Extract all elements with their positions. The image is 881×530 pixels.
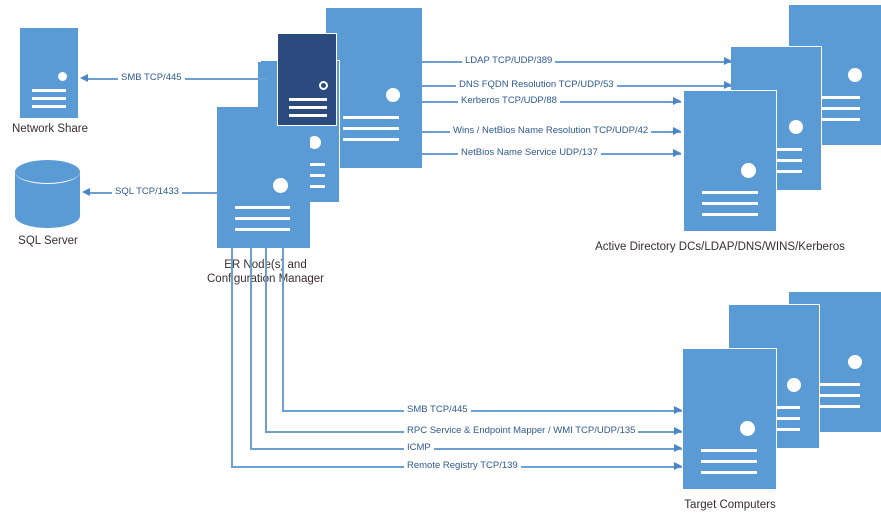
cylinder-top bbox=[15, 160, 80, 184]
connector-line bbox=[282, 410, 682, 412]
status-dot bbox=[58, 72, 67, 81]
status-dot bbox=[386, 88, 400, 102]
detail-bar bbox=[343, 116, 399, 119]
connector-line bbox=[250, 448, 682, 450]
arrowhead-left-icon bbox=[80, 74, 88, 82]
status-dot bbox=[789, 120, 803, 134]
connection-label: Kerberos TCP/UDP/88 bbox=[458, 95, 560, 106]
arrowhead-right-icon bbox=[724, 81, 732, 89]
detail-bar bbox=[702, 202, 758, 205]
detail-bar bbox=[702, 191, 758, 194]
connection-label: NetBios Name Service UDP/137 bbox=[458, 147, 601, 158]
active-directory-label: Active Directory DCs/LDAP/DNS/WINS/Kerbe… bbox=[595, 241, 845, 253]
arrowhead-left-icon bbox=[82, 188, 90, 196]
detail-bar bbox=[32, 105, 66, 108]
detail-bar bbox=[235, 228, 290, 231]
network-share-label: Network Share bbox=[11, 123, 89, 135]
detail-bar bbox=[289, 114, 327, 117]
detail-bar bbox=[32, 89, 66, 92]
status-dot bbox=[308, 136, 321, 149]
arrowhead-right-icon bbox=[674, 462, 682, 470]
connection-label: SMB TCP/445 bbox=[404, 404, 471, 415]
er-node-label: ER Node(s) and Configuration Manager bbox=[207, 259, 324, 285]
cylinder-bottom bbox=[15, 204, 80, 228]
arrowhead-right-icon bbox=[673, 149, 681, 157]
detail-bar bbox=[289, 98, 327, 101]
status-dot bbox=[740, 421, 755, 436]
network-share-server-icon bbox=[20, 28, 78, 118]
detail-bar bbox=[805, 394, 860, 397]
connection-label: SMB TCP/445 bbox=[118, 72, 185, 83]
connection-label: DNS FQDN Resolution TCP/UDP/53 bbox=[456, 79, 617, 90]
sql-server-database-cylinder-icon bbox=[15, 160, 80, 228]
detail-bar bbox=[343, 138, 399, 141]
arrowhead-right-icon bbox=[673, 97, 681, 105]
status-dot bbox=[273, 178, 288, 193]
er-back-server-icon bbox=[326, 8, 422, 168]
arrowhead-right-icon bbox=[674, 444, 682, 452]
target-computers-label: Target Computers bbox=[684, 499, 776, 511]
connection-label: Wins / NetBios Name Resolution TCP/UDP/4… bbox=[450, 125, 652, 136]
connector-line-vertical bbox=[250, 248, 252, 448]
connection-label: SQL TCP/1433 bbox=[112, 186, 182, 197]
detail-bar bbox=[289, 106, 327, 109]
connector-line bbox=[422, 61, 732, 63]
detail-bar bbox=[701, 471, 757, 474]
detail-bar bbox=[235, 206, 290, 209]
status-dot bbox=[741, 163, 756, 178]
detail-bar bbox=[702, 213, 758, 216]
status-dot bbox=[787, 378, 801, 392]
target-front-server-icon bbox=[682, 348, 777, 490]
detail-bar bbox=[32, 97, 66, 100]
connector-line-vertical bbox=[282, 248, 284, 410]
detail-bar bbox=[805, 107, 860, 110]
sql-server-label: SQL Server bbox=[18, 235, 78, 247]
ad-front-server-icon bbox=[683, 90, 777, 232]
detail-bar bbox=[343, 127, 399, 130]
arrowhead-right-icon bbox=[674, 406, 682, 414]
connection-label: LDAP TCP/UDP/389 bbox=[462, 55, 556, 66]
arrowhead-right-icon bbox=[724, 57, 732, 65]
connector-line-vertical bbox=[265, 248, 267, 431]
detail-bar bbox=[805, 383, 860, 386]
status-dot bbox=[848, 355, 862, 369]
er-active-server-icon[interactable] bbox=[277, 33, 337, 126]
detail-bar bbox=[701, 449, 757, 452]
connection-label: RPC Service & Endpoint Mapper / WMI TCP/… bbox=[404, 425, 639, 436]
detail-bar bbox=[235, 217, 290, 220]
detail-bar bbox=[805, 118, 860, 121]
connection-label: ICMP bbox=[404, 442, 434, 453]
connector-line-vertical bbox=[231, 248, 233, 466]
arrowhead-right-icon bbox=[674, 427, 682, 435]
status-dot bbox=[319, 81, 328, 90]
detail-bar bbox=[701, 460, 757, 463]
arrowhead-right-icon bbox=[673, 127, 681, 135]
detail-bar bbox=[805, 96, 860, 99]
detail-bar bbox=[805, 405, 860, 408]
er-front-server-icon bbox=[217, 107, 310, 248]
status-dot bbox=[848, 68, 862, 82]
connection-label: Remote Registry TCP/139 bbox=[404, 460, 521, 471]
